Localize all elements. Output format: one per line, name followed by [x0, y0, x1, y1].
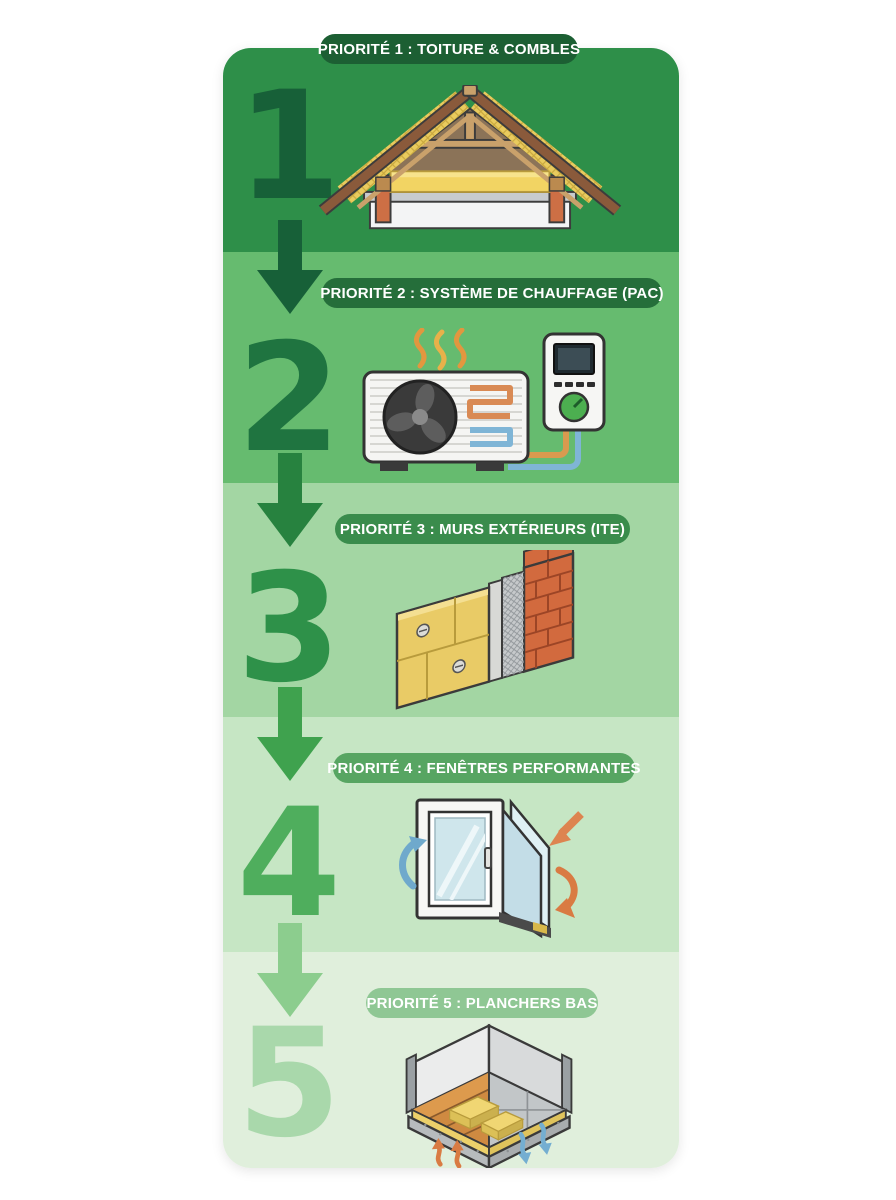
down-arrow-icon — [257, 923, 323, 1017]
heat-pump-illustration — [362, 328, 606, 471]
content-overlay: 1 2 3 4 5 PRIORITÉ 1 : TOITURE & COMBLES… — [223, 34, 679, 1171]
exterior-wall-insulation-illustration — [395, 550, 575, 710]
down-arrow-icon — [257, 220, 323, 314]
step-4-number: 4 — [236, 777, 342, 951]
step-5-number: 5 — [236, 997, 342, 1171]
priority-2-badge: PRIORITÉ 2 : SYSTÈME DE CHAUFFAGE (PAC) — [320, 278, 664, 308]
priority-card: 1 2 3 4 5 PRIORITÉ 1 : TOITURE & COMBLES… — [223, 34, 679, 1171]
roof-attic-illustration — [318, 85, 622, 230]
priority-3-badge: PRIORITÉ 3 : MURS EXTÉRIEURS (ITE) — [335, 514, 630, 544]
step-1-number: 1 — [236, 60, 342, 234]
priority-4-badge: PRIORITÉ 4 : FENÊTRES PERFORMANTES — [327, 753, 641, 783]
step-2-number: 2 — [236, 312, 342, 486]
down-arrow-icon — [257, 687, 323, 781]
priority-5-badge: PRIORITÉ 5 : PLANCHERS BAS — [366, 988, 598, 1018]
floor-insulation-illustration — [405, 1023, 573, 1168]
window-illustration — [399, 798, 584, 939]
priority-1-badge: PRIORITÉ 1 : TOITURE & COMBLES — [318, 34, 580, 64]
down-arrow-icon — [257, 453, 323, 547]
step-3-number: 3 — [236, 542, 342, 716]
